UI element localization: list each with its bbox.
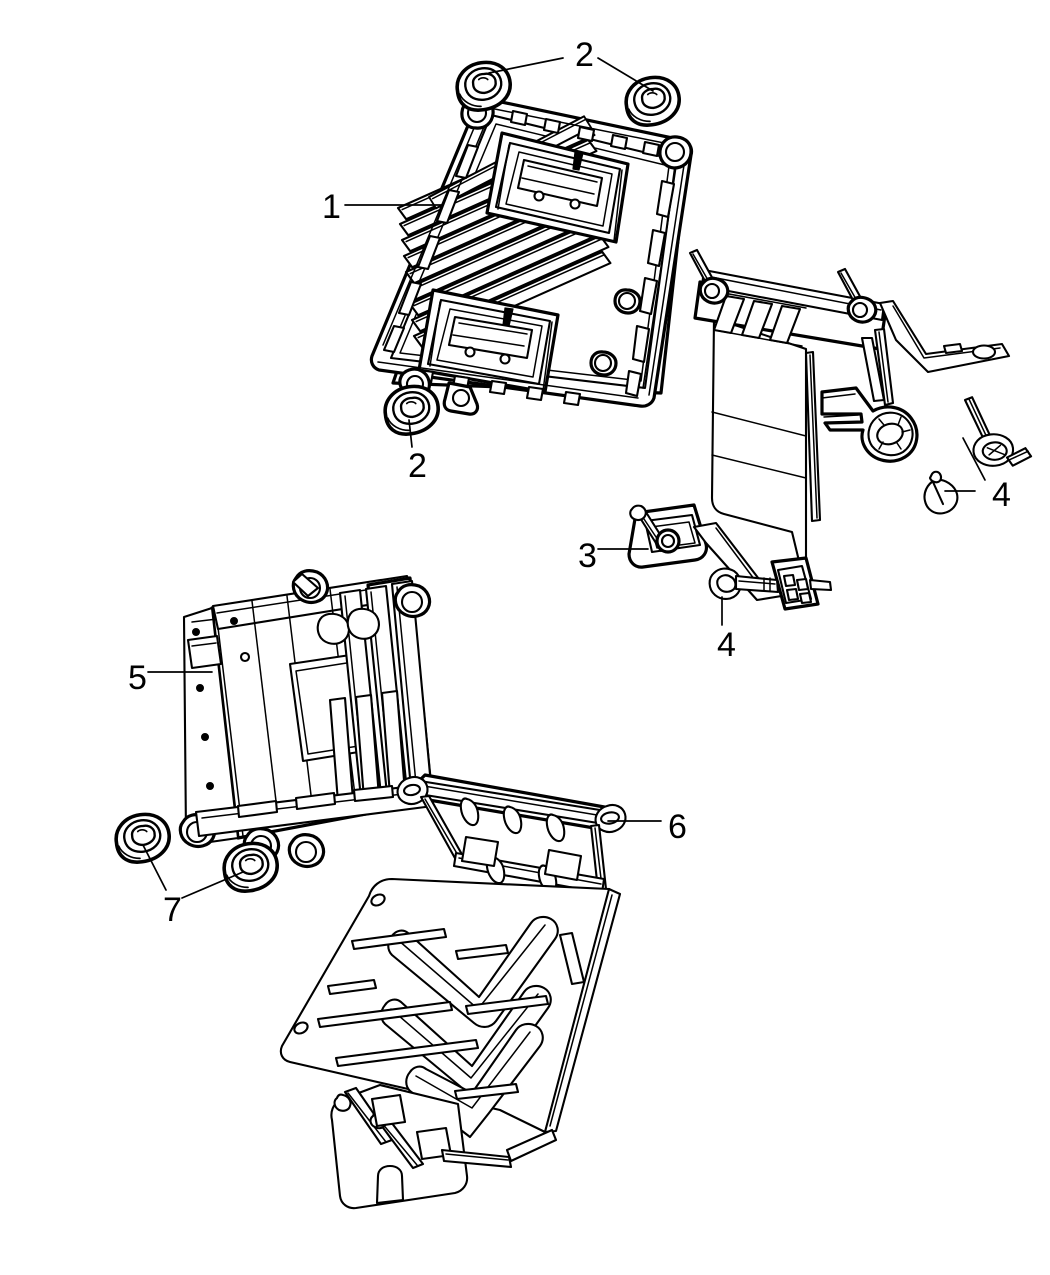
- part-2-grommet-lower: [383, 384, 440, 436]
- leader-line-2-top-0: [488, 57, 564, 74]
- part-1-engine-control-module: [369, 96, 694, 416]
- part-4-pin-right: [923, 470, 959, 515]
- tray-lower-flap: [330, 1083, 558, 1210]
- part-5-transmission-control-module: [178, 569, 435, 869]
- tray-slots: [316, 927, 586, 1101]
- part-4-bolt-lower: [708, 567, 780, 600]
- leader-line-2-bottom-0: [408, 419, 413, 448]
- callout-label-2-top: 2: [575, 36, 594, 74]
- callout-label-6: 6: [668, 808, 687, 846]
- callout-label-2-bottom: 2: [408, 447, 427, 485]
- part-6-retaining-strap: [396, 773, 627, 895]
- module-mounting-tray: [279, 877, 622, 1210]
- ecm-left-rail: [382, 108, 490, 354]
- bracket-lower-left-foot: [627, 503, 709, 569]
- leader-line-2-top-1: [597, 57, 654, 92]
- callout-label-4-bottom: 4: [717, 626, 736, 664]
- callout-label-1: 1: [322, 188, 341, 226]
- part-3-ecm-support-bracket: [627, 248, 1011, 611]
- ecm-lower-connector: [417, 288, 560, 394]
- callout-label-5: 5: [128, 659, 147, 697]
- part-2-grommet-upper-right: [624, 75, 681, 127]
- callout-label-4-right: 4: [992, 476, 1011, 514]
- part-7-grommet-right: [222, 841, 279, 893]
- leader-line-4-right-0: [962, 437, 986, 481]
- callout-label-7: 7: [163, 891, 182, 929]
- ecm-upper-connector: [485, 131, 630, 244]
- callout-leader-lines: [142, 57, 986, 899]
- ecm-right-rail: [624, 151, 687, 398]
- ecm-top-edge: [479, 105, 685, 158]
- bracket-fork-socket: [820, 386, 919, 463]
- leader-line-7-0: [142, 844, 167, 891]
- bracket-lower-right-plate: [770, 556, 833, 611]
- callout-label-3: 3: [578, 537, 597, 575]
- leader-line-7-1: [181, 871, 244, 899]
- part-7-grommet-left: [114, 812, 171, 864]
